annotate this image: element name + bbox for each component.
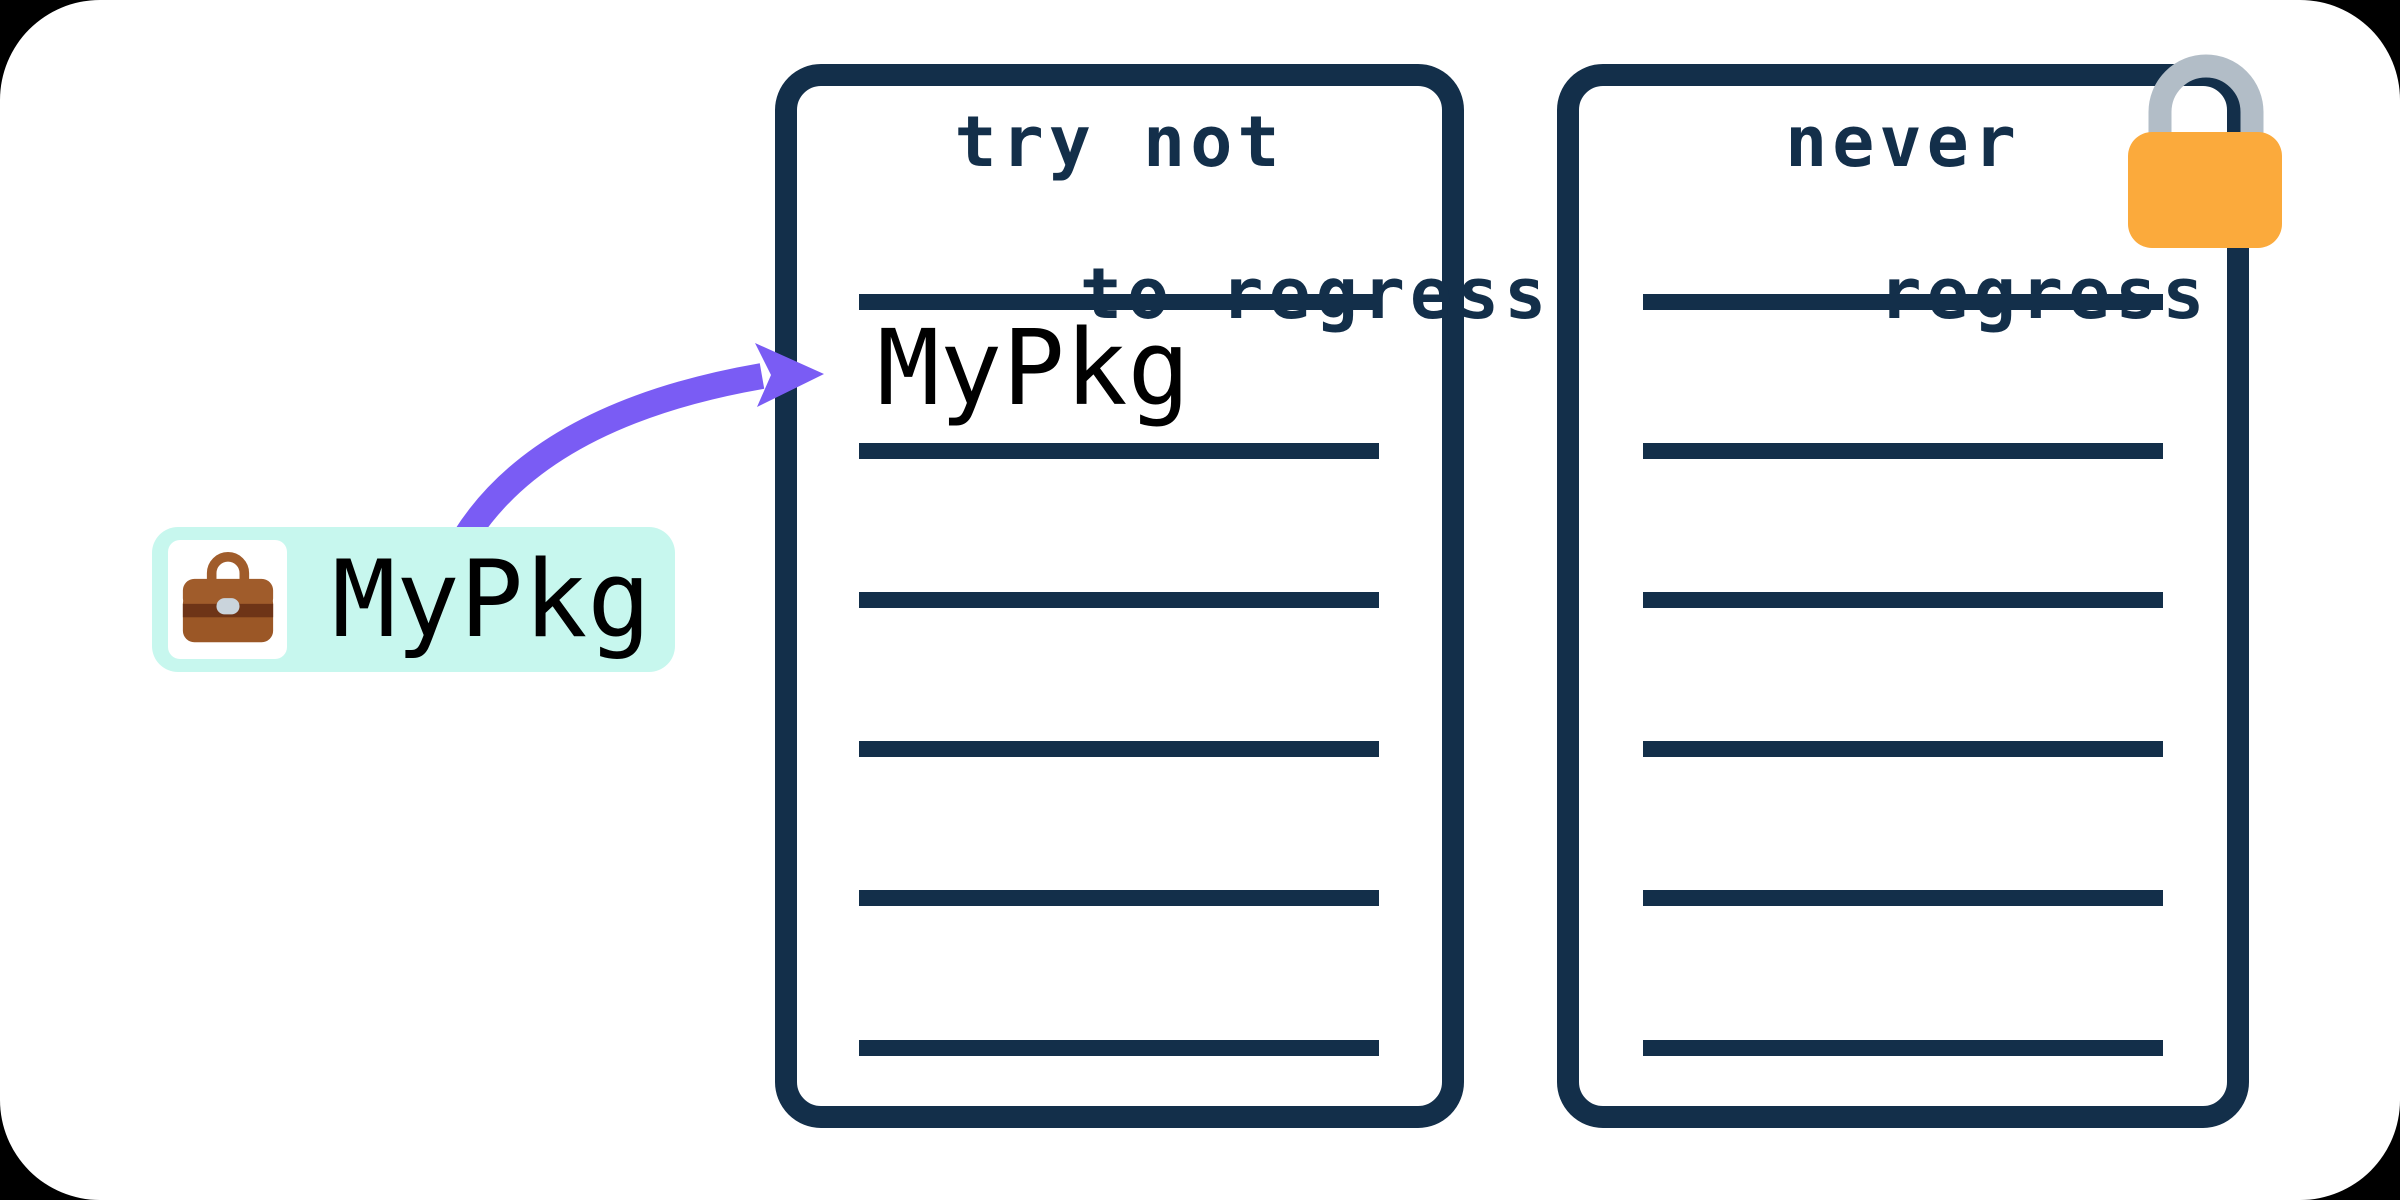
- list-rule: [859, 1040, 1379, 1056]
- list-rule: [859, 294, 1379, 310]
- list-rule: [1643, 1040, 2163, 1056]
- title-line-1: never: [1785, 101, 2021, 183]
- list-entry-mypkg: MyPkg: [877, 307, 1191, 429]
- list-rule: [1643, 741, 2163, 757]
- list-rule: [1643, 294, 2163, 310]
- briefcase-icon-box: [168, 540, 287, 659]
- lock-shackle: [2148, 54, 2264, 185]
- list-rule: [1643, 443, 2163, 459]
- list-card-never-regress: never regress: [1557, 64, 2249, 1128]
- list-card-try-not-to-regress: try not to regress MyPkg: [775, 64, 1546, 1128]
- lock-body: [2128, 132, 2282, 248]
- list-rule: [1643, 890, 2163, 906]
- list-title: never regress: [1579, 104, 2227, 332]
- list-rule: [859, 890, 1379, 906]
- list-rule: [859, 741, 1379, 757]
- list-rule: [859, 443, 1379, 459]
- list-rule: [859, 592, 1379, 608]
- list-rule: [1643, 592, 2163, 608]
- package-badge-label: MyPkg: [332, 538, 652, 661]
- package-badge: MyPkg: [152, 527, 675, 672]
- briefcase-icon: [182, 551, 273, 642]
- title-line-1: try not: [954, 101, 1285, 183]
- lock-icon: [2128, 54, 2282, 248]
